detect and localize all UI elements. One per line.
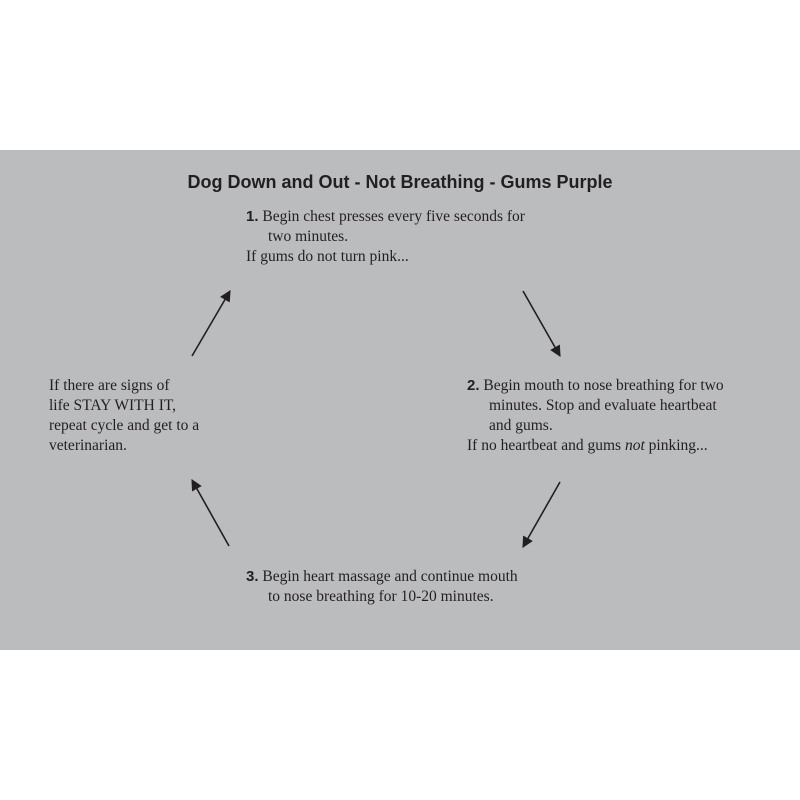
step-2-condition: If no heartbeat and gums not pinking... (467, 436, 724, 456)
step-3-first-line: 3. Begin heart massage and continue mout… (246, 567, 518, 587)
step-2-line-2: minutes. Stop and evaluate heartbeat (489, 397, 717, 414)
loop-note-line-1: If there are signs of (49, 377, 170, 394)
step-3-number: 3. (246, 568, 259, 585)
step-1-number: 1. (246, 208, 259, 225)
step-2-line-1: Begin mouth to nose breathing for two (483, 377, 724, 394)
step-2-number: 2. (467, 377, 480, 394)
step-3: 3. Begin heart massage and continue mout… (246, 567, 518, 607)
diagram-title: Dog Down and Out - Not Breathing - Gums … (187, 172, 613, 192)
step-3-line-1: Begin heart massage and continue mouth (262, 568, 518, 585)
step-1-first-line: 1. Begin chest presses every five second… (246, 207, 525, 227)
arrow-step3-to-loop (191, 479, 230, 547)
step-2-condition-post: pinking... (644, 437, 708, 454)
step-2-line-3: and gums. (489, 417, 553, 434)
diagram-panel (0, 150, 800, 650)
loop-note: If there are signs of life STAY WITH IT,… (49, 376, 199, 456)
loop-note-line-2: life STAY WITH IT, (49, 397, 177, 414)
step-2: 2. Begin mouth to nose breathing for two… (467, 376, 724, 456)
step-1-line-2: two minutes. (268, 228, 349, 245)
step-1-line-1: Begin chest presses every five seconds f… (262, 208, 525, 225)
step-2-condition-pre: If no heartbeat and gums (467, 437, 625, 454)
loop-note-line-4: veterinarian. (49, 437, 127, 454)
arrow-step2-to-step3 (522, 481, 561, 548)
arrow-step1-to-step2 (522, 290, 561, 357)
step-3-line-2: to nose breathing for 10-20 minutes. (268, 588, 494, 605)
step-2-first-line: 2. Begin mouth to nose breathing for two (467, 376, 724, 396)
arrow-loop-to-step1 (191, 290, 231, 357)
step-1: 1. Begin chest presses every five second… (246, 207, 525, 267)
step-1-condition: If gums do not turn pink... (246, 248, 409, 265)
step-2-condition-emph: not (624, 437, 645, 454)
loop-note-line-3: repeat cycle and get to a (49, 417, 200, 434)
